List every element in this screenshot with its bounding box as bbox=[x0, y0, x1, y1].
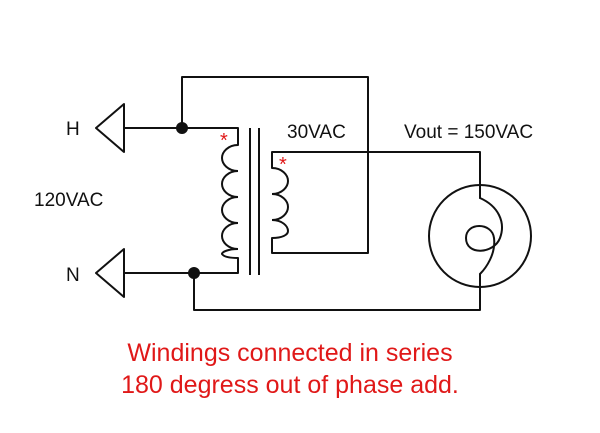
n-terminal-symbol bbox=[95, 248, 125, 298]
h-terminal-symbol bbox=[95, 103, 125, 153]
secondary-voltage-label: 30VAC bbox=[287, 122, 346, 143]
primary-winding bbox=[220, 144, 239, 259]
secondary-winding bbox=[271, 167, 290, 239]
output-wire-top bbox=[271, 151, 481, 199]
output-voltage-label: Vout = 150VAC bbox=[404, 122, 533, 143]
h-junction-dot bbox=[176, 122, 188, 134]
h-wire bbox=[123, 127, 239, 146]
output-wire-bottom bbox=[193, 272, 481, 311]
secondary-polarity-mark: * bbox=[279, 154, 287, 176]
input-voltage-label: 120VAC bbox=[34, 190, 103, 211]
n-terminal-label: N bbox=[66, 265, 80, 286]
caption-line-2: 180 degress out of phase add. bbox=[121, 371, 459, 399]
primary-polarity-mark: * bbox=[220, 130, 228, 152]
secondary-series-wire bbox=[181, 76, 369, 254]
n-wire bbox=[123, 257, 239, 274]
caption-line-1: Windings connected in series bbox=[127, 339, 452, 367]
h-terminal-label: H bbox=[66, 119, 80, 140]
lamp-symbol bbox=[428, 184, 532, 288]
n-junction-dot bbox=[188, 267, 200, 279]
